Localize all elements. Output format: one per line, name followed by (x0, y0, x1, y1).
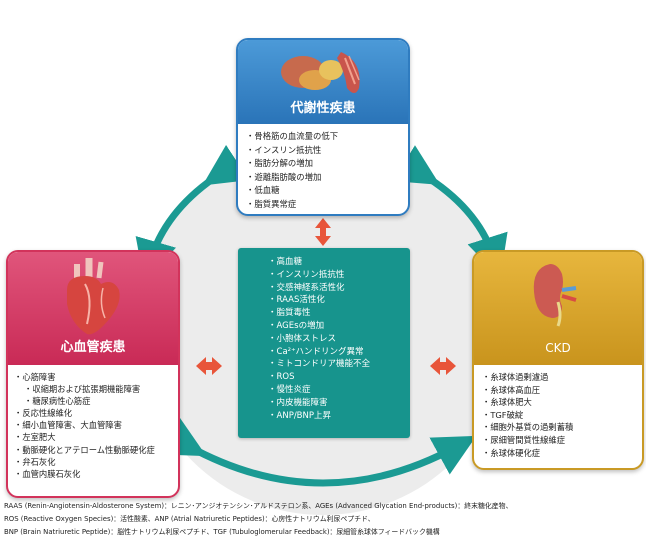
link-arrow-right (430, 357, 456, 375)
list-item: 反応性線維化 (14, 407, 178, 419)
list-item: 交感神経系活性化 (268, 282, 410, 295)
list-item: 収縮期および拡張期機能障害 (14, 383, 178, 395)
list-item: TGF破綻 (482, 409, 642, 422)
ckd-card-title: CKD (545, 341, 571, 355)
mechanism-list: 高血糖 インスリン抵抗性 交感神経系活性化 RAAS活性化 脂質毒性 AGEsの… (238, 248, 410, 422)
list-item: 血管内膜石灰化 (14, 468, 178, 480)
metabolic-disease-card: 代謝性疾患 骨格筋の血流量の低下 インスリン抵抗性 脂肪分解の増加 遊離脂肪酸の… (236, 38, 410, 216)
list-item: 糸球体過剰濾過 (482, 371, 642, 384)
kidney-icon (533, 264, 577, 327)
metabolic-card-header: 代謝性疾患 (238, 40, 408, 124)
footnote-line: RAAS (Renin-Angiotensin-Aldosterone Syst… (4, 502, 513, 510)
list-item: 心筋障害 (14, 371, 178, 383)
shared-mechanisms-box: 高血糖 インスリン抵抗性 交感神経系活性化 RAAS活性化 脂質毒性 AGEsの… (238, 248, 410, 438)
ckd-item-list: 糸球体過剰濾過 糸球体高血圧 糸球体肥大 TGF破綻 細胞外基質の過剰蓄積 尿細… (474, 365, 642, 459)
cardio-card-header: 心血管疾患 (8, 252, 178, 365)
metabolic-card-title: 代謝性疾患 (290, 101, 356, 116)
link-arrow-top (315, 218, 331, 246)
list-item: 高血糖 (268, 256, 410, 269)
list-item: 低血糖 (246, 184, 408, 198)
list-item: ミトコンドリア機能不全 (268, 358, 410, 371)
abbreviation-footnote: RAAS (Renin-Angiotensin-Aldosterone Syst… (4, 500, 644, 539)
list-item: ROS (268, 371, 410, 384)
list-item: 脂肪分解の増加 (246, 157, 408, 171)
cardiovascular-disease-card: 心血管疾患 心筋障害 収縮期および拡張期機能障害 糖尿病性心筋症 反応性線維化 … (6, 250, 180, 498)
list-item: 糸球体高血圧 (482, 384, 642, 397)
organs-icon (281, 52, 360, 93)
list-item: 内皮機能障害 (268, 397, 410, 410)
list-item: 脂質毒性 (268, 307, 410, 320)
heart-icon (67, 258, 120, 335)
metabolic-item-list: 骨格筋の血流量の低下 インスリン抵抗性 脂肪分解の増加 遊離脂肪酸の増加 低血糖… (238, 124, 408, 212)
list-item: 細小血管障害、大血管障害 (14, 419, 178, 431)
list-item: 糸球体硬化症 (482, 447, 642, 460)
list-item: ANP/BNP上昇 (268, 410, 410, 423)
ckd-card: CKD 糸球体過剰濾過 糸球体高血圧 糸球体肥大 TGF破綻 細胞外基質の過剰蓄… (472, 250, 644, 470)
list-item: 慢性炎症 (268, 384, 410, 397)
list-item: 尿細管間質性線維症 (482, 434, 642, 447)
list-item: AGEsの増加 (268, 320, 410, 333)
list-item: 動脈硬化とアテローム性動脈硬化症 (14, 444, 178, 456)
list-item: 小胞体ストレス (268, 333, 410, 346)
list-item: インスリン抵抗性 (246, 144, 408, 158)
list-item: 糖尿病性心筋症 (14, 395, 178, 407)
link-arrow-left (196, 357, 222, 375)
cardio-item-list: 心筋障害 収縮期および拡張期機能障害 糖尿病性心筋症 反応性線維化 細小血管障害… (8, 365, 178, 480)
footnote-line: BNP (Brain Natriuretic Peptide)：脳性ナトリウム利… (4, 528, 440, 536)
cardio-card-title: 心血管疾患 (60, 340, 126, 355)
list-item: インスリン抵抗性 (268, 269, 410, 282)
list-item: 遊離脂肪酸の増加 (246, 171, 408, 185)
list-item: Ca²⁺ハンドリング異常 (268, 346, 410, 359)
ckd-card-header: CKD (474, 252, 642, 365)
list-item: RAAS活性化 (268, 294, 410, 307)
footnote-line: ROS (Reactive Oxygen Species)：活性酸素、ANP (… (4, 515, 375, 523)
list-item: 左室肥大 (14, 431, 178, 443)
cycle-arrow-bottom (159, 417, 477, 487)
list-item: 脂質異常症 (246, 198, 408, 212)
cycle-arrow-top-right (393, 145, 508, 278)
list-item: 骨格筋の血流量の低下 (246, 130, 408, 144)
list-item: 糸球体肥大 (482, 396, 642, 409)
list-item: 弁石灰化 (14, 456, 178, 468)
list-item: 細胞外基質の過剰蓄積 (482, 421, 642, 434)
